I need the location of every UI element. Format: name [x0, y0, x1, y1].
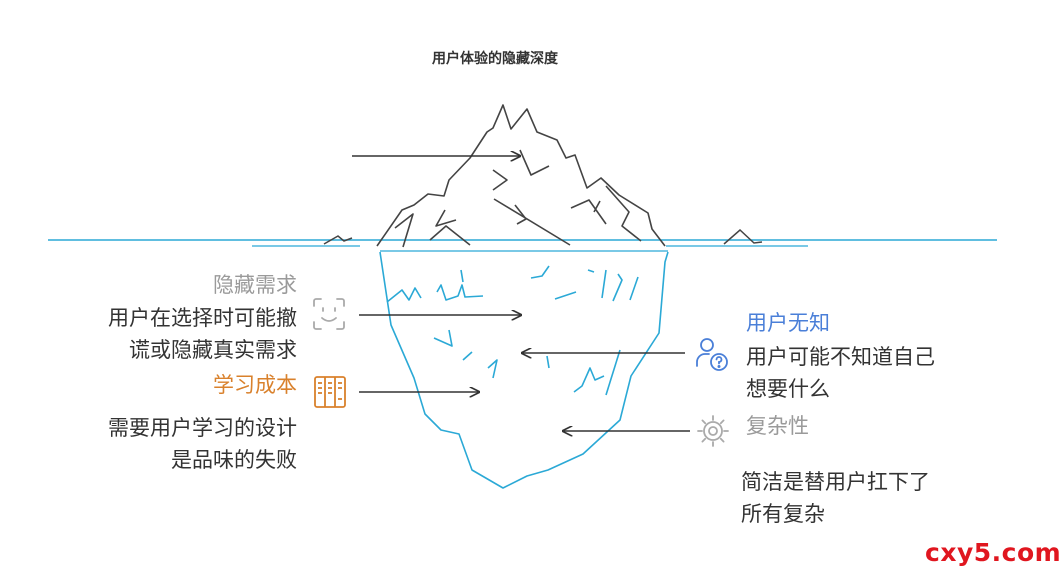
complexity-label: 复杂性	[746, 414, 809, 438]
complexity-line: 简洁是替用户扛下了	[741, 470, 930, 494]
hidden-needs-label: 隐藏需求	[213, 273, 297, 297]
user-ignorance-line: 想要什么	[746, 377, 830, 401]
learning-cost-line: 需要用户学习的设计	[108, 416, 297, 440]
learning-cost-desc: 需要用户学习的设计 是品味的失败	[108, 412, 297, 476]
ice-chunk-left	[323, 235, 353, 245]
user-ignorance-line: 用户可能不知道自己	[746, 345, 935, 369]
hidden-needs-desc: 用户在选择时可能撤 谎或隐藏真实需求	[108, 302, 297, 366]
iceberg-tip	[376, 104, 666, 248]
building-icon	[314, 376, 346, 408]
user-ignorance-desc: 用户可能不知道自己 想要什么	[746, 341, 935, 405]
learning-cost-label: 学习成本	[213, 373, 297, 397]
gear-icon	[697, 415, 729, 447]
user-question-icon	[696, 338, 728, 371]
ice-chunk-right	[723, 228, 763, 245]
learning-cost-line: 是品味的失败	[171, 448, 297, 472]
face-scan-icon	[313, 298, 345, 330]
watermark: cxy5.com	[925, 538, 1061, 567]
user-ignorance-label: 用户无知	[746, 311, 830, 335]
iceberg-underwater	[379, 251, 669, 489]
complexity-desc: 简洁是替用户扛下了 所有复杂	[741, 466, 930, 530]
diagram-title: 用户体验的隐藏深度	[432, 51, 558, 67]
hidden-needs-line: 谎或隐藏真实需求	[129, 338, 297, 362]
hidden-needs-line: 用户在选择时可能撤	[108, 306, 297, 330]
complexity-line: 所有复杂	[741, 502, 825, 526]
